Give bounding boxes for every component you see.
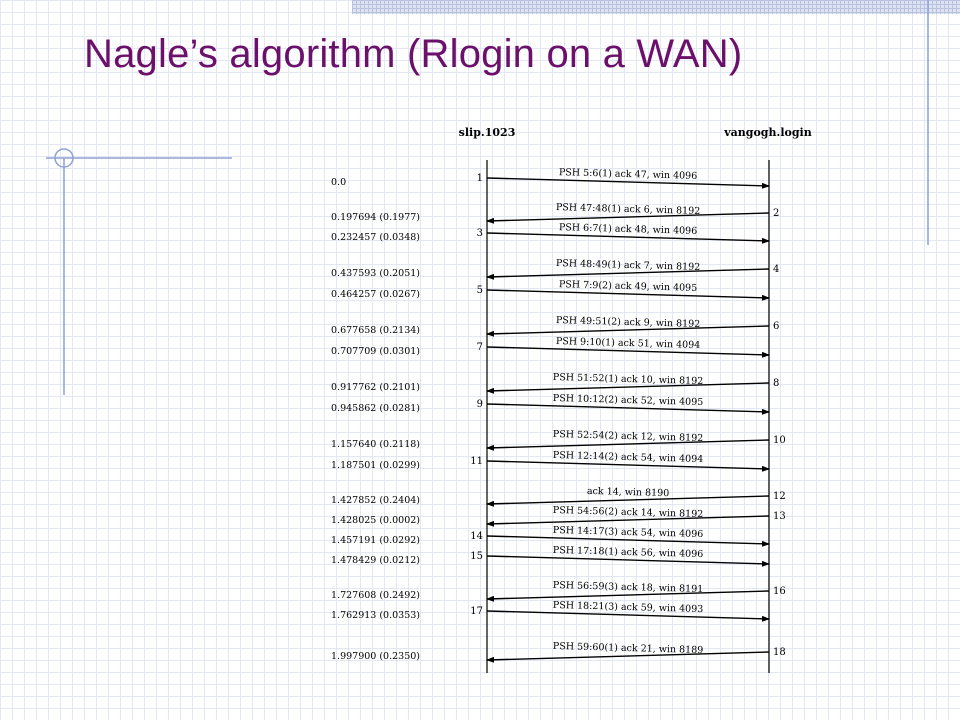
segment-arrow [486, 651, 770, 663]
segment-number-label: 7 [477, 342, 483, 353]
segment-label: PSH 48:49(1) ack 7, win 8192 [556, 258, 701, 273]
segment-number-label: 18 [773, 647, 786, 658]
segment-time-label: 0.232457 (0.0348) [331, 232, 420, 243]
segment-arrow [486, 346, 770, 358]
accent-circle-icon [54, 148, 74, 168]
segment-number-label: 5 [477, 285, 483, 296]
segment-number-label: 9 [477, 399, 483, 410]
left-host-label: slip.1023 [459, 126, 516, 139]
segment-arrow [486, 382, 770, 394]
segment-label: PSH 49:51(2) ack 9, win 8192 [556, 315, 701, 330]
segment-number-label: 4 [773, 264, 779, 275]
segment-time-label: 1.157640 (0.2118) [331, 439, 420, 450]
segment-arrow [486, 439, 770, 451]
segment-time-label: 1.187501 (0.0299) [331, 460, 420, 471]
segment-label: PSH 14:17(3) ack 54, win 4096 [553, 525, 704, 540]
segment-number-label: 17 [470, 606, 483, 617]
segment-time-label: 1.727608 (0.2492) [331, 590, 420, 601]
segment-arrow [486, 268, 770, 280]
segment-label: ack 14, win 8190 [587, 486, 670, 499]
segment-label: PSH 5:6(1) ack 47, win 4096 [559, 167, 698, 182]
segment-arrow [486, 610, 770, 622]
segment-time-label: 0.945862 (0.0281) [331, 403, 420, 414]
segment-time-label: 1.428025 (0.0002) [331, 515, 420, 526]
segment-number-label: 13 [773, 511, 786, 522]
segment-number-label: 3 [477, 228, 483, 239]
segment-label: PSH 59:60(1) ack 21, win 8189 [553, 641, 704, 656]
segment-number-label: 2 [773, 208, 779, 219]
segment-number-label: 1 [477, 173, 483, 184]
segment-label: PSH 10:12(2) ack 52, win 4095 [553, 393, 704, 408]
segment-arrow [486, 289, 770, 301]
segment-label: PSH 17:18(1) ack 56, win 4096 [553, 545, 704, 560]
segment-arrow [486, 590, 770, 602]
segment-number-label: 12 [773, 491, 786, 502]
slide-title: Nagle’s algorithm (Rlogin on a WAN) [84, 32, 743, 76]
segment-time-label: 0.464257 (0.0267) [331, 289, 420, 300]
segment-number-label: 11 [470, 456, 483, 467]
segment-arrow [486, 232, 770, 244]
segment-label: PSH 6:7(1) ack 48, win 4096 [559, 222, 698, 237]
segment-label: PSH 56:59(3) ack 18, win 8191 [553, 580, 704, 595]
segment-time-label: 1.478429 (0.0212) [331, 555, 420, 566]
top-decorative-band [352, 0, 960, 14]
segment-number-label: 15 [470, 551, 483, 562]
segment-arrow [486, 535, 770, 547]
segment-arrow [486, 212, 770, 224]
segment-time-label: 0.0 [331, 177, 346, 188]
segment-label: PSH 12:14(2) ack 54, win 4094 [553, 450, 704, 465]
segment-label: PSH 52:54(2) ack 12, win 8192 [553, 429, 704, 444]
segment-time-label: 1.457191 (0.0292) [331, 535, 420, 546]
segment-label: PSH 7:9(2) ack 49, win 4095 [559, 279, 698, 294]
segment-time-label: 1.997900 (0.2350) [331, 651, 420, 662]
right-host-label: vangogh.login [723, 126, 811, 139]
segment-time-label: 0.707709 (0.0301) [331, 346, 420, 357]
segment-arrow [486, 460, 770, 472]
segment-arrow [486, 325, 770, 337]
segment-label: PSH 54:56(2) ack 14, win 8192 [553, 505, 704, 520]
segment-label: PSH 47:48(1) ack 6, win 8192 [556, 202, 701, 217]
segment-number-label: 8 [773, 378, 779, 389]
segment-time-label: 0.677658 (0.2134) [331, 325, 420, 336]
segment-arrow [486, 555, 770, 567]
segment-time-label: 0.917762 (0.2101) [331, 382, 420, 393]
segment-time-label: 0.437593 (0.2051) [331, 268, 420, 279]
segment-arrow [486, 515, 770, 527]
segment-number-label: 16 [773, 586, 786, 597]
segment-number-label: 14 [470, 531, 483, 542]
segment-number-label: 10 [773, 435, 786, 446]
segment-number-label: 6 [773, 321, 779, 332]
segment-label: PSH 51:52(1) ack 10, win 8192 [553, 372, 704, 387]
segment-label: PSH 18:21(3) ack 59, win 4093 [553, 600, 704, 615]
segment-time-label: 1.427852 (0.2404) [331, 495, 420, 506]
segment-time-label: 0.197694 (0.1977) [331, 212, 420, 223]
segment-arrow [486, 495, 770, 507]
segment-arrow [486, 403, 770, 415]
segment-arrow [486, 177, 770, 189]
segment-label: PSH 9:10(1) ack 51, win 4094 [556, 336, 701, 351]
segment-time-label: 1.762913 (0.0353) [331, 610, 420, 621]
